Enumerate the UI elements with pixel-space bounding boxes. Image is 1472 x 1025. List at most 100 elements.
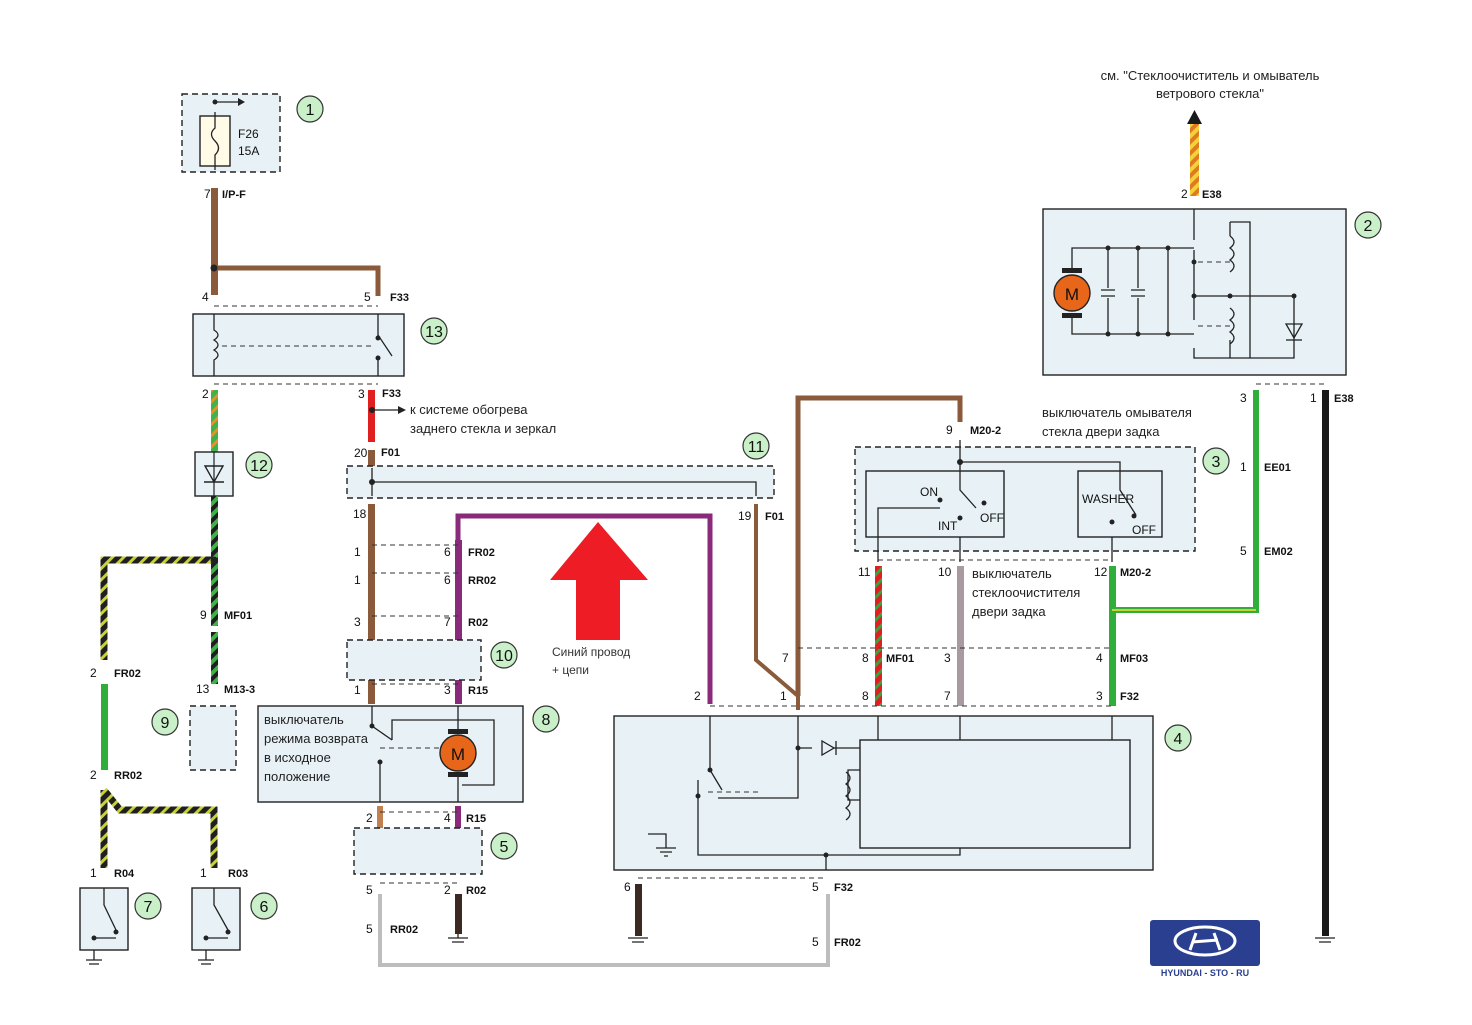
pin-e38-1: 1 bbox=[1310, 391, 1317, 405]
wire-brown-f33 bbox=[214, 265, 381, 296]
fuse-element bbox=[210, 112, 220, 170]
switch-pos-off: OFF bbox=[980, 511, 1004, 525]
logo-text: HYUNDAI - STO - RU bbox=[1161, 968, 1249, 978]
connector-f33-bottom: F33 bbox=[382, 388, 401, 400]
wiper-switch-line2: стеклоочистителя bbox=[972, 585, 1080, 600]
callout-12-label: 12 bbox=[250, 458, 268, 475]
pin-ee01-1: 1 bbox=[1240, 460, 1247, 474]
pin-mf01b-8: 8 bbox=[862, 651, 869, 665]
connector-ipf: I/P-F bbox=[222, 189, 246, 201]
return-switch-line2: режима возврата bbox=[264, 731, 369, 746]
connector-e38-bottom: E38 bbox=[1334, 393, 1354, 405]
connector-f32-top: F32 bbox=[1120, 691, 1139, 703]
fuse-box-1 bbox=[181, 93, 281, 173]
callout-2 bbox=[1354, 211, 1382, 239]
callout-1 bbox=[296, 95, 324, 123]
pin-e38-3: 3 bbox=[1240, 391, 1247, 405]
connector-rr02-left: RR02 bbox=[114, 770, 142, 782]
pin-r15-1: 1 bbox=[354, 683, 361, 697]
pin-f32-3: 3 bbox=[1096, 689, 1103, 703]
switch-pos-int: INT bbox=[938, 519, 958, 533]
callout-11 bbox=[742, 432, 770, 460]
connector-rr02-mid: RR02 bbox=[468, 575, 496, 587]
pin-m202-10: 10 bbox=[938, 565, 952, 579]
heater-note-line1: к системе обогрева bbox=[410, 402, 528, 417]
wire-green-black-split bbox=[100, 787, 218, 868]
wire-red-green bbox=[875, 566, 882, 706]
pin-fuse-7: 7 bbox=[204, 187, 211, 201]
callout-10-label: 10 bbox=[495, 648, 513, 665]
wiper-switch-line1: выключатель bbox=[972, 566, 1052, 581]
pin-e38-2: 2 bbox=[1181, 187, 1188, 201]
connector-mf01: MF01 bbox=[224, 610, 252, 622]
callout-5 bbox=[490, 832, 518, 860]
connector-e38-top: E38 bbox=[1202, 189, 1222, 201]
ground-icon bbox=[448, 934, 468, 943]
pin-fr02b-5: 5 bbox=[812, 935, 819, 949]
connector-mf03: MF03 bbox=[1120, 653, 1148, 665]
connector-m202-top: M20-2 bbox=[970, 425, 1001, 437]
wire-black-ground bbox=[455, 894, 462, 934]
pin-r02b-2: 2 bbox=[444, 883, 451, 897]
wiper-switch bbox=[865, 470, 1005, 538]
callout-8 bbox=[532, 705, 560, 733]
wire-black-module-ground bbox=[635, 884, 642, 936]
wire-green-orange bbox=[211, 390, 218, 452]
callout-7 bbox=[134, 892, 162, 920]
switch-pos-washer: WASHER bbox=[1082, 492, 1135, 506]
motor-label-front: M bbox=[1065, 285, 1079, 304]
return-switch-line4: положение bbox=[264, 769, 330, 784]
callout-10 bbox=[490, 641, 518, 669]
callout-6-label: 6 bbox=[260, 899, 269, 916]
connector-f32-bottom: F32 bbox=[834, 882, 853, 894]
wire-grey-loop bbox=[378, 894, 830, 967]
wire-purple bbox=[455, 513, 713, 704]
wire-brown-fuse bbox=[211, 188, 218, 295]
pin-r02-7: 7 bbox=[444, 615, 451, 629]
pin-fr02-2: 2 bbox=[90, 666, 97, 680]
connector-em02: EM02 bbox=[1264, 546, 1293, 558]
ground-icon bbox=[1315, 937, 1335, 943]
pin-m202-9: 9 bbox=[946, 423, 953, 437]
switch-pos-off2: OFF bbox=[1132, 523, 1156, 537]
reference-note-line1: см. "Стеклоочиститель и омыватель bbox=[1101, 68, 1320, 83]
ground-icon bbox=[648, 833, 676, 857]
annotation-arrow-icon bbox=[550, 522, 648, 640]
fuse-rating: 15A bbox=[238, 144, 259, 158]
connector-block-5 bbox=[353, 827, 483, 875]
callout-2-label: 2 bbox=[1364, 218, 1373, 235]
connector-rr02-bottom: RR02 bbox=[390, 924, 418, 936]
wire-green-mf03 bbox=[1109, 566, 1116, 706]
component-9 bbox=[189, 705, 237, 771]
ground-icon bbox=[628, 937, 648, 943]
callout-9 bbox=[151, 708, 179, 736]
wire-green-left bbox=[101, 684, 108, 770]
connector-r02-mid: R02 bbox=[468, 617, 488, 629]
wire-green-black-fr02 bbox=[100, 556, 214, 660]
wire-grey-violet bbox=[957, 566, 964, 706]
pin-mf01-9: 9 bbox=[200, 608, 207, 622]
pin-fr02-6: 6 bbox=[444, 545, 451, 559]
connector-m202-bottom: M20-2 bbox=[1120, 567, 1151, 579]
connector-f01-top: F01 bbox=[381, 447, 400, 459]
pin-f32-7: 7 bbox=[944, 689, 951, 703]
wire-green-black-m13 bbox=[211, 632, 218, 684]
wire-brown-m202 bbox=[795, 395, 963, 696]
callout-7-label: 7 bbox=[144, 899, 153, 916]
wire-purple-vertical bbox=[455, 540, 462, 704]
relay-coil bbox=[212, 314, 219, 376]
pin-f01-19: 19 bbox=[738, 509, 752, 523]
callout-3-label: 3 bbox=[1212, 454, 1221, 471]
wire-brown-f01-19 bbox=[754, 504, 800, 710]
pin-mf01b-7: 7 bbox=[782, 651, 789, 665]
arrow-right-icon bbox=[238, 98, 245, 106]
pin-em02-5: 5 bbox=[1240, 544, 1247, 558]
connector-f33-top: F33 bbox=[390, 292, 409, 304]
wire-black-e38 bbox=[1322, 390, 1329, 936]
pin-13-5: 5 bbox=[364, 290, 371, 304]
pin-f32b-6: 6 bbox=[624, 880, 631, 894]
wire-red-f33 bbox=[368, 390, 375, 442]
callout-8-label: 8 bbox=[542, 712, 551, 729]
connector-r15-top: R15 bbox=[468, 685, 488, 697]
